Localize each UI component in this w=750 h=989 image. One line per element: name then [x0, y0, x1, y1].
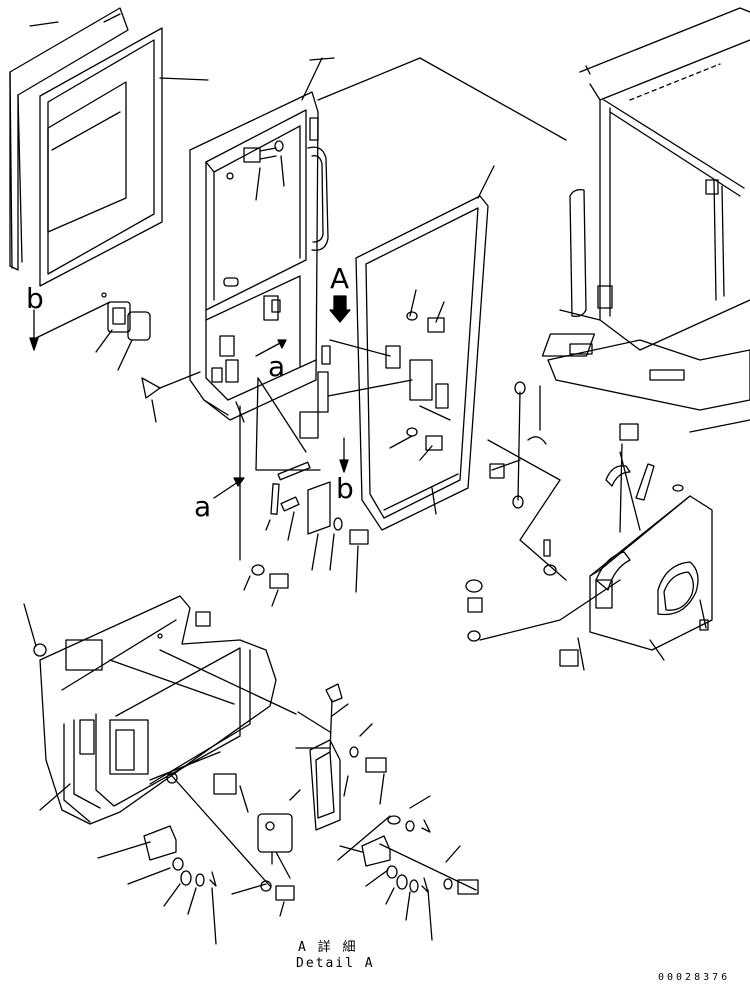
window-glass-frame — [10, 8, 208, 286]
figure-number: 00028376 — [658, 972, 731, 983]
detail-marker-a: A — [330, 262, 350, 295]
caption-english: Detail A — [296, 956, 375, 971]
caption-japanese: A 詳 細 — [298, 940, 358, 955]
gas-strut-assembly — [466, 382, 640, 641]
latch-assembly-left — [36, 293, 200, 422]
arrow-a-lower-left — [214, 478, 244, 498]
detail-a-view — [24, 596, 478, 944]
door-glass — [328, 166, 494, 530]
door-latch-parts — [256, 346, 330, 570]
view-marker-a-inner: a — [268, 350, 286, 383]
view-marker-b-mid: b — [336, 472, 354, 505]
arrow-a-big — [330, 296, 350, 322]
cab-body — [542, 8, 750, 432]
bolt-door-top — [244, 141, 284, 200]
arrow-b-mid — [340, 438, 348, 472]
arrow-b-left — [30, 310, 38, 350]
fasteners-center — [240, 406, 368, 606]
view-marker-b-left: b — [26, 282, 44, 315]
cab-door-frame — [190, 58, 334, 420]
view-marker-a-lower-left: a — [194, 490, 212, 523]
side-cover-panel — [560, 424, 712, 670]
